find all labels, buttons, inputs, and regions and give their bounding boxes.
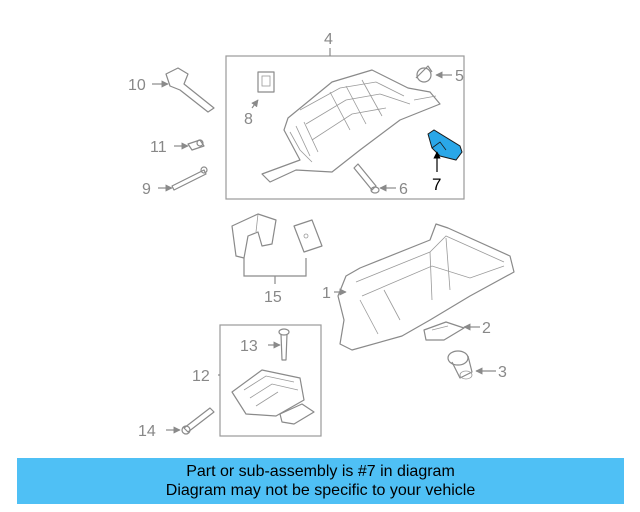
part-9-rod (171, 166, 208, 191)
glove-box-assembly (261, 69, 441, 183)
callout-11[interactable]: 11 (150, 139, 167, 156)
part-13-screw (278, 328, 290, 361)
part-11-pin (187, 139, 205, 151)
callout-13[interactable]: 13 (240, 338, 258, 355)
assembly-4-box (225, 55, 465, 200)
callout-2[interactable]: 2 (482, 320, 491, 337)
banner-line-2: Diagram may not be specific to your vehi… (165, 482, 476, 499)
assembly-12-box (219, 324, 322, 437)
part-15-bracket-right (293, 219, 323, 253)
parts-diagram: 4 8 5 6 7 10 (128, 31, 515, 440)
part-2-handle (423, 321, 465, 341)
callout-5[interactable]: 5 (455, 68, 464, 85)
part-12-assembly (231, 369, 315, 425)
callout-14[interactable]: 14 (138, 423, 156, 440)
part-6-bolt (353, 163, 380, 194)
info-banner: Part or sub-assembly is #7 in diagram Di… (17, 458, 624, 504)
callout-10[interactable]: 10 (128, 77, 146, 94)
callout-1[interactable]: 1 (322, 285, 331, 302)
callout-3[interactable]: 3 (498, 364, 507, 381)
part-10-latch (165, 67, 215, 113)
part-7-highlighted[interactable] (427, 129, 463, 161)
part-7-shape (427, 129, 463, 161)
part-15-bracket-left (231, 213, 277, 259)
callout-7[interactable]: 7 (432, 175, 441, 194)
callout-15[interactable]: 15 (264, 289, 282, 306)
part-14-bolt (181, 407, 215, 435)
banner-line-1: Part or sub-assembly is #7 in diagram (186, 463, 455, 480)
callout-4[interactable]: 4 (324, 31, 333, 48)
callout-9[interactable]: 9 (142, 181, 151, 198)
callout-8[interactable]: 8 (244, 111, 253, 128)
part-3-lock-cylinder (447, 350, 473, 380)
callout-6[interactable]: 6 (399, 181, 408, 198)
part-8-clip (251, 71, 275, 109)
part-5-damper (415, 65, 433, 83)
part-1-glove-box (337, 223, 515, 351)
callout-12[interactable]: 12 (192, 368, 210, 385)
